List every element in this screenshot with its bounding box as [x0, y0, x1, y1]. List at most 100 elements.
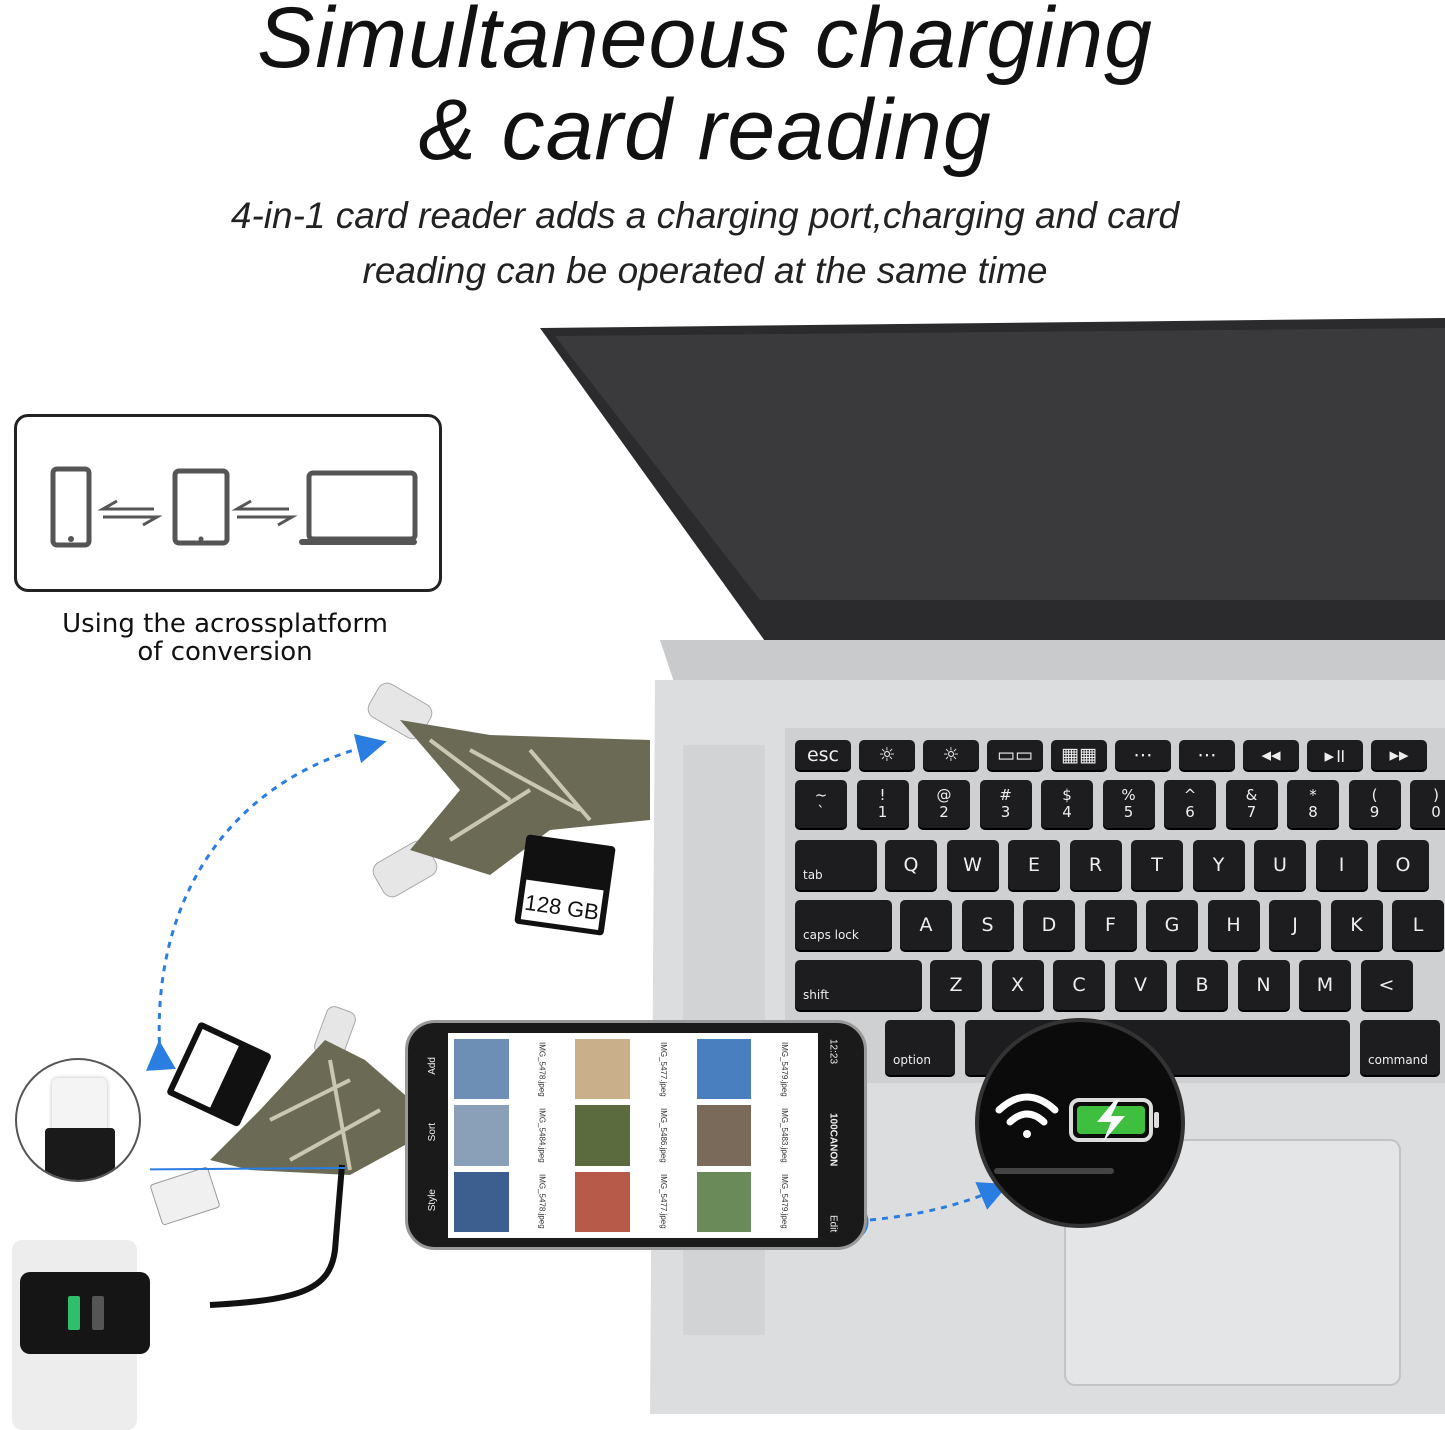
key-T[interactable]: T	[1131, 840, 1183, 890]
usb-port	[92, 1296, 104, 1330]
key-I[interactable]: I	[1315, 840, 1368, 890]
key-fn-2[interactable]: ☼	[923, 740, 979, 770]
photo-thumbnail[interactable]	[454, 1105, 509, 1166]
caption-line-1: Using the acrossplatform	[62, 609, 388, 639]
key-shift[interactable]: shift	[795, 960, 922, 1010]
key-5[interactable]: %5	[1102, 780, 1155, 828]
phone-toolbar: Add Sort Style	[416, 1033, 448, 1235]
photo-thumbnail[interactable]	[575, 1171, 630, 1232]
style-button[interactable]: Style	[426, 1188, 438, 1212]
swap-arrows-icon	[231, 499, 298, 527]
file-name: IMG_5478.jpeg	[537, 1174, 547, 1230]
key-O[interactable]: O	[1377, 840, 1429, 890]
sd-card	[167, 1022, 271, 1127]
title-line-1: Simultaneous charging	[257, 0, 1153, 86]
photo-thumbnail[interactable]	[454, 1039, 509, 1100]
key-option[interactable]: option	[885, 1020, 955, 1075]
file-name: IMG_5477.jpeg	[658, 1174, 668, 1230]
key-R[interactable]: R	[1069, 840, 1122, 890]
key-A[interactable]: A	[900, 900, 952, 950]
key-fn-9[interactable]: ▸▸	[1371, 740, 1427, 770]
key-D[interactable]: D	[1023, 900, 1075, 950]
key-3[interactable]: #3	[979, 780, 1032, 828]
key-K[interactable]: K	[1330, 900, 1383, 950]
key-fn-7[interactable]: ◂◂	[1243, 740, 1299, 770]
battery-charging-icon	[1069, 1098, 1159, 1142]
key-fn-3[interactable]: ▭▭	[987, 740, 1043, 770]
key-M[interactable]: M	[1299, 960, 1351, 1010]
key-F[interactable]: F	[1084, 900, 1137, 950]
key-U[interactable]: U	[1254, 840, 1306, 890]
key-1[interactable]: !1	[856, 780, 909, 828]
file-name: IMG_5484.jpeg	[537, 1108, 547, 1163]
photo-thumbnail[interactable]	[575, 1105, 630, 1166]
key-fn-1[interactable]: ☼	[859, 740, 915, 770]
lightning-connector	[52, 1078, 107, 1134]
headline-subtitle: 4-in-1 card reader adds a charging port,…	[0, 188, 1410, 298]
key-L[interactable]: L	[1392, 900, 1444, 950]
tablet-icon	[172, 468, 230, 546]
add-button[interactable]: Add	[426, 1056, 438, 1075]
file-name: IMG_5483.jpeg	[780, 1108, 790, 1163]
key-6[interactable]: ^6	[1164, 780, 1216, 828]
file-name: IMG_5477.jpeg	[658, 1041, 668, 1097]
sd-card: 128 GB	[514, 834, 616, 936]
photo-thumbnail[interactable]	[696, 1039, 752, 1100]
key-Q[interactable]: Q	[885, 840, 937, 890]
camo-body	[400, 720, 650, 875]
photo-thumbnail[interactable]	[575, 1039, 630, 1100]
headline-title: Simultaneous charging & card reading	[0, 0, 1410, 176]
caption-line-2: of conversion	[137, 637, 313, 667]
key-V[interactable]: V	[1114, 960, 1167, 1010]
key-C[interactable]: C	[1053, 960, 1105, 1010]
key-caps-lock[interactable]: caps lock	[795, 900, 892, 950]
charging-cable	[209, 1164, 345, 1308]
key-W[interactable]: W	[946, 840, 999, 890]
key-fn-8[interactable]: ▸॥	[1307, 740, 1363, 770]
sort-button[interactable]: Sort	[426, 1122, 438, 1141]
key-2[interactable]: @2	[918, 780, 970, 828]
key-4[interactable]: $4	[1041, 780, 1093, 828]
key-fn-4[interactable]: ▦▦	[1051, 740, 1107, 770]
subtitle-line-1: 4-in-1 card reader adds a charging port,…	[230, 195, 1180, 236]
file-name: IMG_5478.jpeg	[537, 1041, 547, 1097]
laptop-screen	[555, 328, 1445, 600]
key-S[interactable]: S	[961, 900, 1014, 950]
photo-thumbnail[interactable]	[454, 1171, 509, 1232]
key-fn-6[interactable]: ⋯	[1179, 740, 1235, 770]
key-B[interactable]: B	[1176, 960, 1228, 1010]
photo-thumbnail[interactable]	[696, 1171, 752, 1232]
key-J[interactable]: J	[1269, 900, 1321, 950]
file-name: IMG_5479.jpeg	[780, 1041, 790, 1097]
key-tab[interactable]: tab	[795, 840, 877, 890]
file-name: IMG_5486.jpeg	[658, 1108, 668, 1163]
key-command[interactable]: command	[1360, 1020, 1440, 1075]
edit-button[interactable]: Edit	[827, 1214, 839, 1232]
key-0[interactable]: )0	[1410, 780, 1445, 828]
key-Z[interactable]: Z	[930, 960, 982, 1010]
wifi-icon	[995, 1093, 1059, 1138]
title-line-2: & card reading	[418, 82, 992, 178]
phone-icon	[50, 466, 92, 548]
key-fn-5[interactable]: ⋯	[1115, 740, 1171, 770]
status-badge	[975, 1018, 1185, 1228]
key-G[interactable]: G	[1146, 900, 1198, 950]
platform-conversion-box	[14, 414, 442, 592]
key-N[interactable]: N	[1237, 960, 1290, 1010]
photo-thumbnail[interactable]	[696, 1105, 752, 1166]
key-7[interactable]: &7	[1225, 780, 1278, 828]
camo-pattern	[428, 738, 592, 842]
key-X[interactable]: X	[991, 960, 1044, 1010]
key-9[interactable]: (9	[1348, 780, 1401, 828]
key-8[interactable]: *8	[1287, 780, 1339, 828]
key-H[interactable]: H	[1207, 900, 1260, 950]
progress-line	[994, 1168, 1114, 1174]
key-<[interactable]: <	[1360, 960, 1413, 1010]
key-fn-0[interactable]: esc	[795, 740, 851, 770]
key-E[interactable]: E	[1008, 840, 1060, 890]
key-Y[interactable]: Y	[1192, 840, 1245, 890]
usb-a-connector	[150, 1167, 220, 1225]
key-`[interactable]: ~`	[795, 780, 847, 828]
